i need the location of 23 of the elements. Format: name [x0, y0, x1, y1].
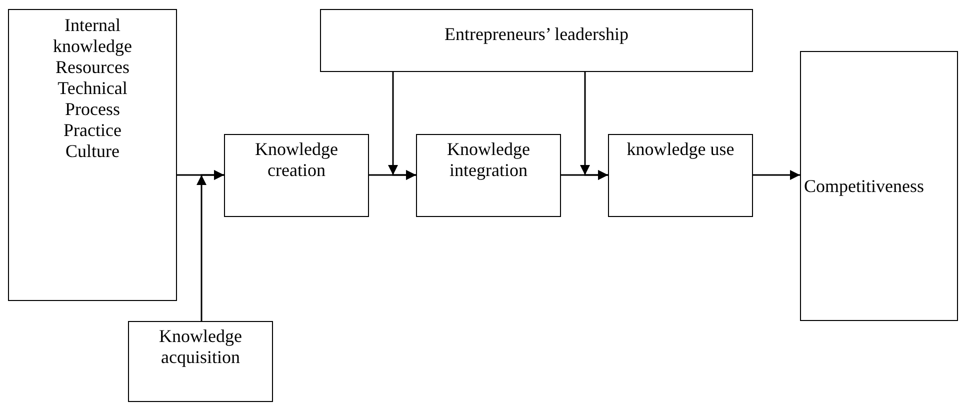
process-box — [224, 134, 369, 217]
arrow — [388, 72, 416, 180]
process-box — [416, 134, 561, 217]
process-box — [608, 134, 753, 217]
box-label: Culture — [66, 141, 120, 162]
box-label: knowledge use — [626, 139, 734, 160]
box-label: Competitiveness — [804, 176, 924, 196]
process-box — [128, 321, 273, 402]
box-label: Knowledge integration — [446, 139, 531, 181]
box-label: Process — [65, 99, 120, 120]
box-label: Entrepreneurs’ leadership — [444, 24, 629, 45]
process-box — [800, 51, 958, 321]
box-label: Internal knowledge — [52, 15, 133, 57]
box-label: Practice — [64, 120, 122, 141]
arrow — [580, 72, 608, 180]
process-box — [8, 9, 177, 301]
arrow — [196, 170, 224, 321]
box-label: Resources — [56, 57, 130, 78]
box-label: Knowledge acquisition — [158, 326, 243, 368]
box-label: Knowledge creation — [254, 139, 339, 181]
arrow — [753, 170, 800, 180]
process-box — [320, 9, 753, 72]
box-label: Technical — [58, 78, 128, 99]
